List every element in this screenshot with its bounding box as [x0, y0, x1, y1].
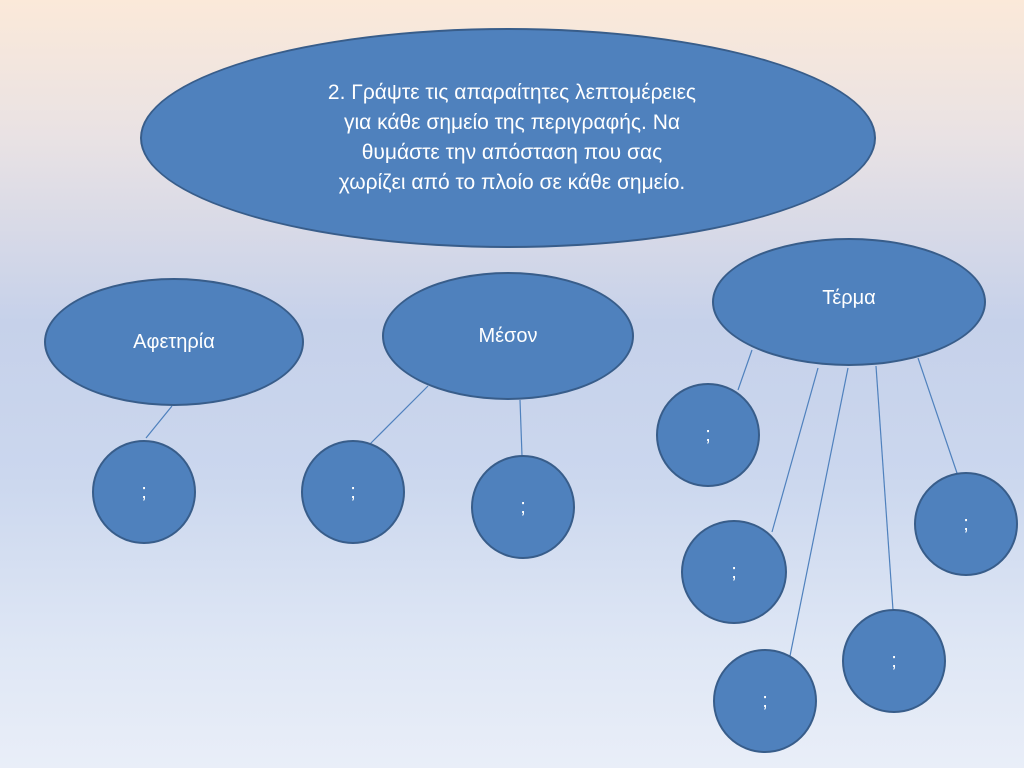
- category-start-label: Αφετηρία: [133, 330, 215, 353]
- instruction-ellipse: 2. Γράψτε τις απαραίτητες λεπτομέρειες γ…: [140, 28, 876, 248]
- connector-end-3: [789, 367, 849, 657]
- instruction-line-1: 2. Γράψτε τις απαραίτητες λεπτομέρειες: [327, 81, 697, 104]
- placeholder-end-1-label: ;: [705, 423, 711, 446]
- connector-end-5: [917, 357, 959, 477]
- placeholder-middle-1: ;: [301, 440, 405, 544]
- placeholder-end-5: ;: [914, 472, 1018, 576]
- placeholder-end-4: ;: [842, 609, 946, 713]
- placeholder-middle-2: ;: [471, 455, 575, 559]
- category-middle-label: Μέσον: [478, 324, 538, 347]
- connector-start-1: [145, 405, 173, 439]
- connector-middle-1: [369, 385, 429, 445]
- placeholder-middle-1-label: ;: [350, 480, 356, 503]
- category-start: Αφετηρία: [44, 278, 304, 406]
- connector-end-1: [737, 349, 753, 391]
- placeholder-end-4-label: ;: [891, 649, 897, 672]
- instruction-text: 2. Γράψτε τις απαραίτητες λεπτομέρειες γ…: [328, 78, 696, 198]
- category-middle: Μέσον: [382, 272, 634, 400]
- placeholder-end-3-label: ;: [762, 689, 768, 712]
- instruction-line-3: θυμάστε την απόσταση που σας: [361, 141, 663, 164]
- connector-end-2: [771, 367, 819, 533]
- placeholder-end-2: ;: [681, 520, 787, 624]
- placeholder-end-3: ;: [713, 649, 817, 753]
- placeholder-end-5-label: ;: [963, 512, 969, 535]
- placeholder-end-2-label: ;: [731, 560, 737, 583]
- category-end-label: Τέρμα: [822, 286, 876, 309]
- placeholder-start-1: ;: [92, 440, 196, 544]
- placeholder-middle-2-label: ;: [520, 495, 526, 518]
- connector-middle-2: [519, 399, 523, 457]
- category-end: Τέρμα: [712, 238, 986, 366]
- connector-end-4: [875, 365, 894, 611]
- instruction-line-4: χωρίζει από το πλοίο σε κάθε σημείο.: [338, 171, 686, 194]
- placeholder-start-1-label: ;: [141, 480, 147, 503]
- placeholder-end-1: ;: [656, 383, 760, 487]
- instruction-line-2: για κάθε σημείο της περιγραφής. Να: [343, 111, 681, 134]
